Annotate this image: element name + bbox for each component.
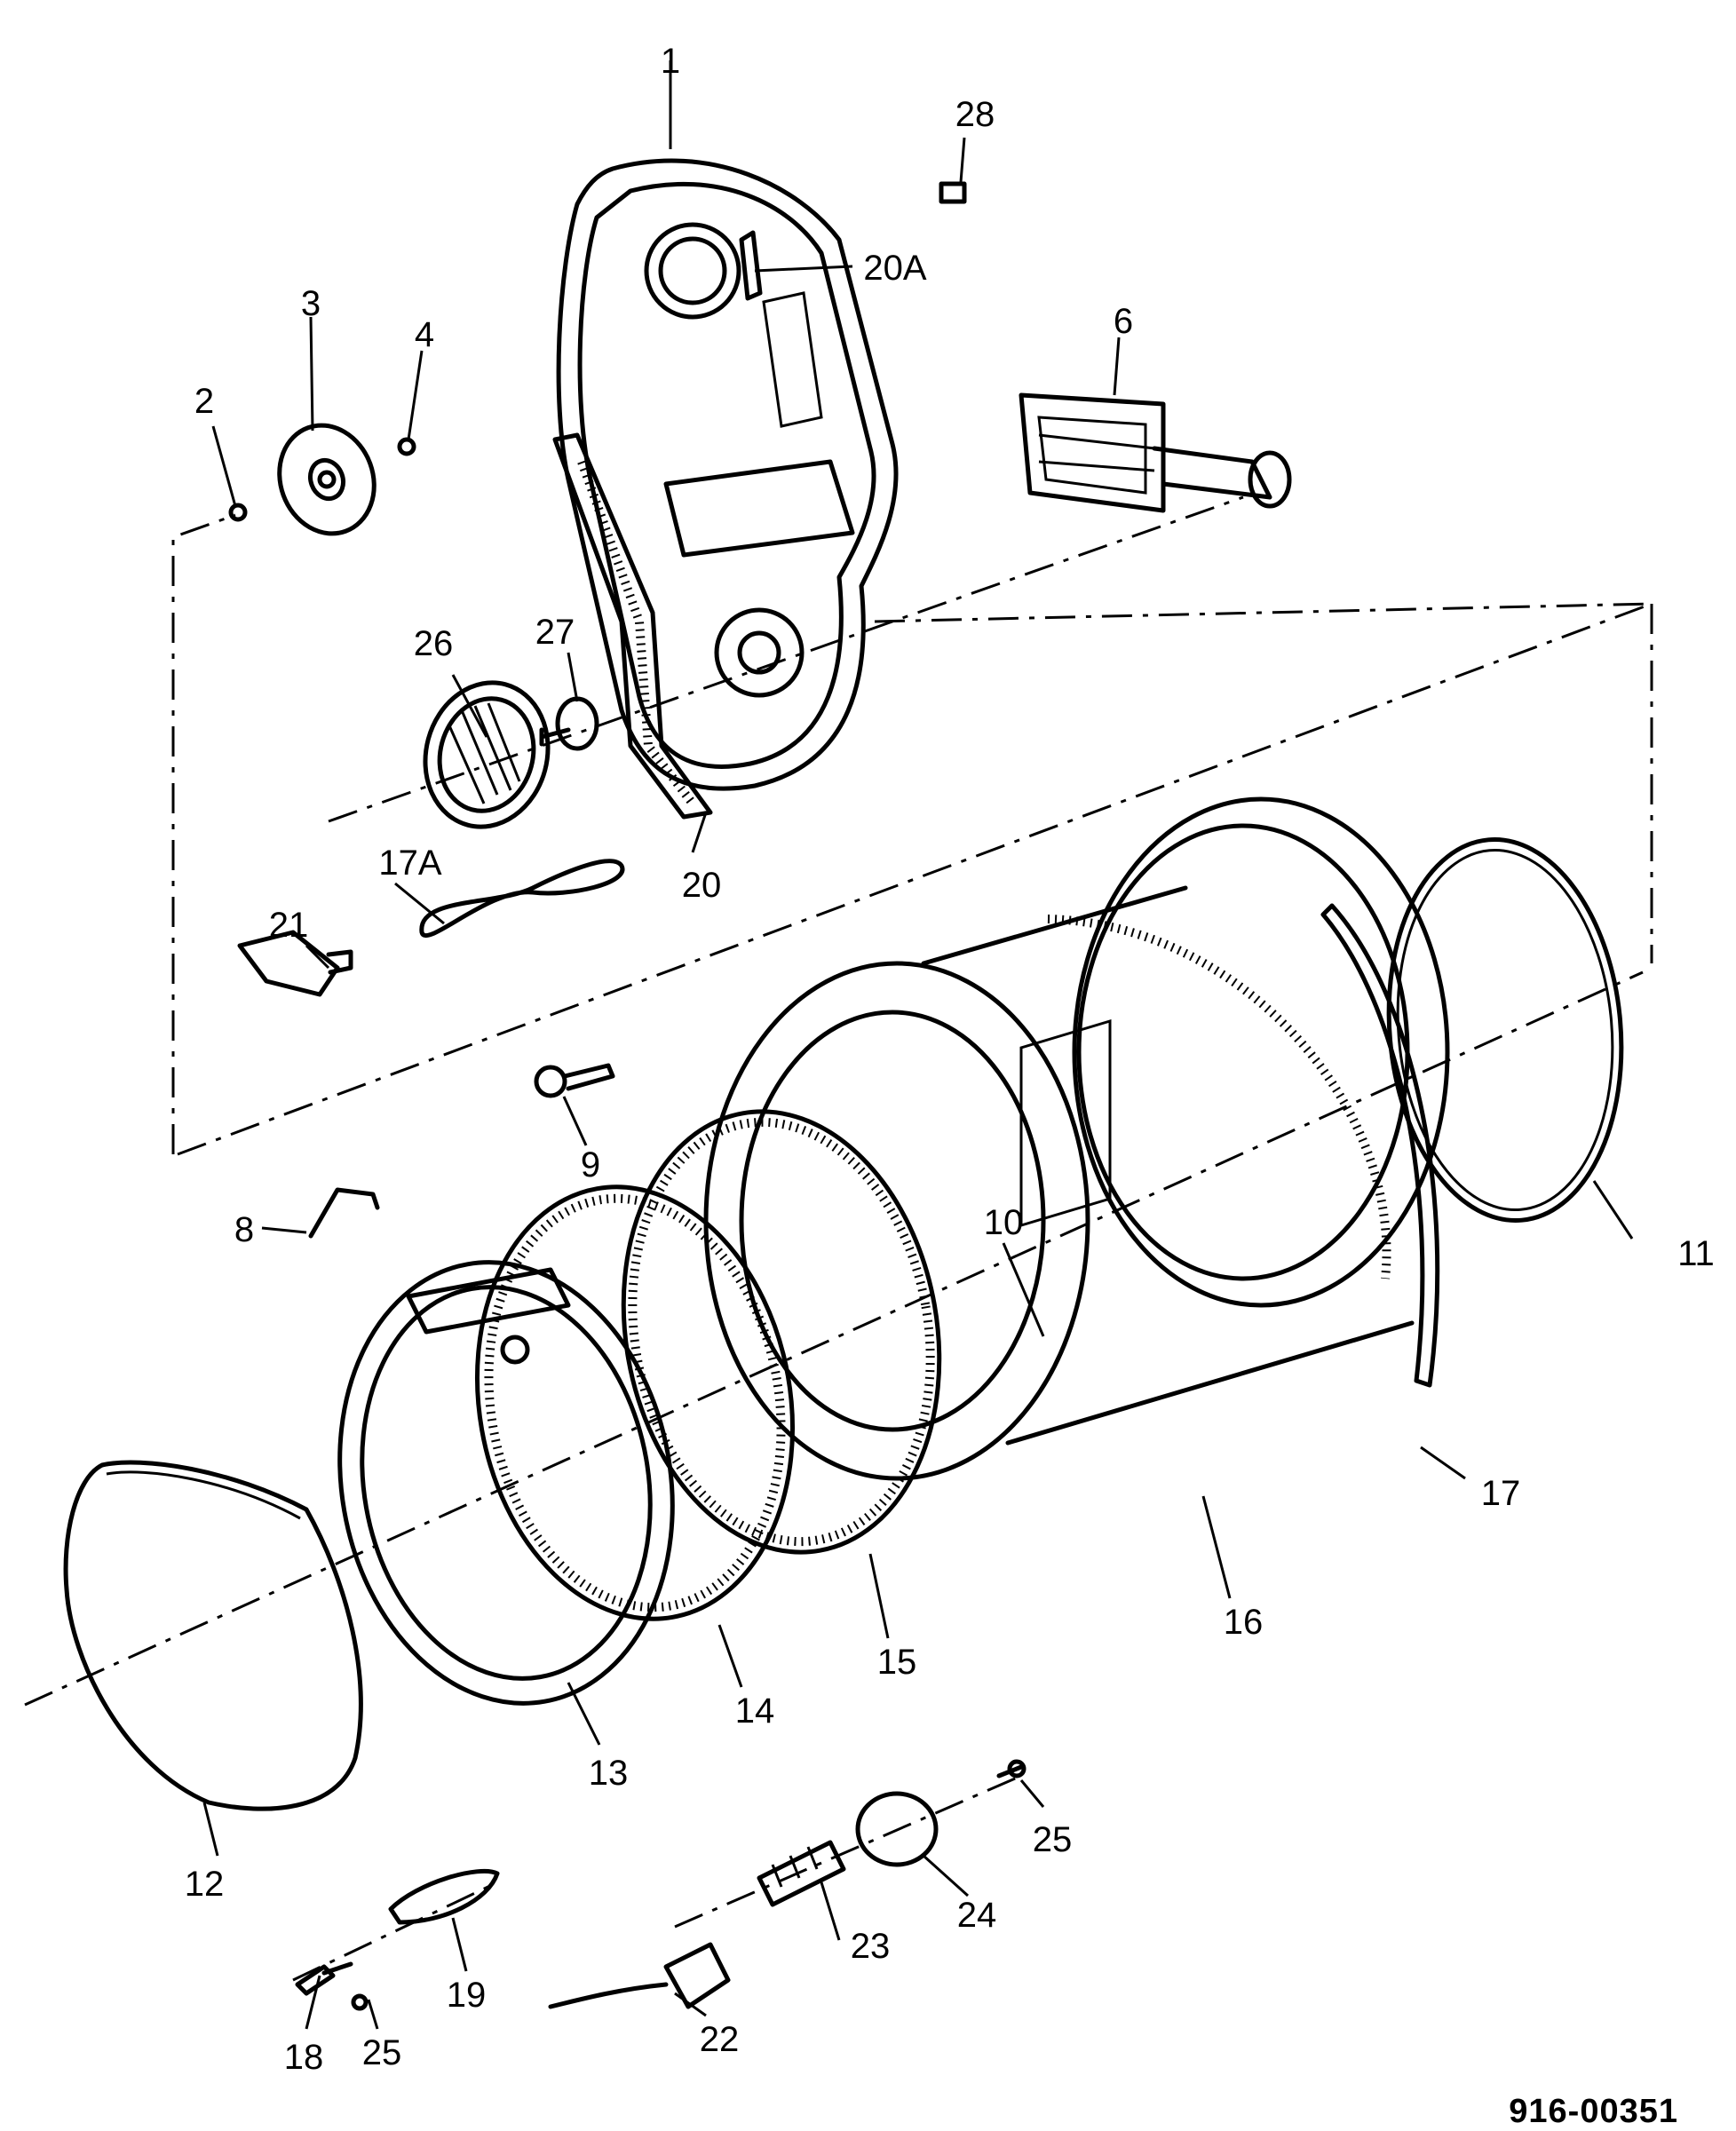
rear-seal-ring [1386, 837, 1624, 1223]
part-labels: 1 28 20A 3 4 2 6 26 27 17A 20 21 9 8 10 … [185, 42, 1715, 2130]
label-part-20: 20 [682, 866, 722, 905]
leader-lines [202, 60, 1634, 2030]
felt-seal-ring [621, 1109, 942, 1555]
duct-assembly [1019, 392, 1292, 513]
label-part-15: 15 [877, 1643, 917, 1682]
label-part-27: 27 [535, 613, 575, 652]
label-part-23: 23 [851, 1927, 891, 1966]
label-part-18: 18 [284, 2038, 324, 2077]
blower-wheel [423, 680, 551, 829]
frame-axis-diagonal [177, 602, 1653, 1156]
door-seal [63, 1460, 363, 1811]
label-part-17: 17 [1481, 1474, 1521, 1513]
label-part-3: 3 [301, 284, 321, 323]
roller-part-9 [534, 1063, 615, 1098]
label-part-11: 11 [1677, 1234, 1715, 1273]
motor-axis [674, 1774, 1022, 1929]
bearing-plate [277, 423, 377, 536]
assembly-axes [24, 495, 1653, 1982]
main-drum-axis [24, 970, 1644, 1707]
label-part-24: 24 [957, 1896, 997, 1935]
drive-belt [419, 859, 625, 939]
washer-part-2 [228, 503, 248, 522]
drum [703, 796, 1450, 1481]
motor-group [548, 1759, 1027, 2009]
thermostat-axis [292, 1881, 498, 1982]
thermostat-group [295, 1868, 500, 2011]
pulley-axis [328, 495, 1244, 823]
label-part-17a: 17A [378, 844, 441, 883]
label-part-10: 10 [984, 1203, 1024, 1242]
diagram-code: 916-00351 [1509, 2093, 1678, 2130]
frame-axis-top [874, 602, 1653, 623]
front-seal-ring [474, 1184, 796, 1621]
bracket-part-8 [308, 1187, 380, 1239]
label-part-25a: 25 [362, 2033, 402, 2072]
label-part-13: 13 [589, 1754, 629, 1793]
label-part-25b: 25 [1033, 1820, 1073, 1859]
label-part-26: 26 [414, 624, 454, 663]
nut-part-4 [397, 437, 416, 456]
label-part-20a: 20A [863, 249, 926, 288]
label-part-4: 4 [415, 315, 434, 354]
label-part-1: 1 [661, 42, 680, 81]
clip-part-28 [939, 181, 967, 204]
label-part-12: 12 [185, 1865, 225, 1904]
bearing-axis-left [171, 513, 236, 1154]
switch-part-21 [237, 930, 353, 997]
label-part-16: 16 [1224, 1603, 1264, 1642]
label-part-28: 28 [955, 95, 995, 134]
label-part-2: 2 [194, 382, 214, 421]
label-part-8: 8 [234, 1210, 254, 1249]
front-bulkhead [337, 1260, 675, 1706]
label-part-6: 6 [1114, 302, 1133, 341]
label-part-19: 19 [447, 1976, 487, 2015]
label-part-21: 21 [269, 906, 309, 945]
rear-bulkhead [552, 158, 899, 820]
label-part-14: 14 [735, 1691, 775, 1731]
label-part-9: 9 [581, 1145, 600, 1184]
label-part-22: 22 [700, 2020, 740, 2059]
bulkhead-seal-strip [552, 432, 713, 820]
